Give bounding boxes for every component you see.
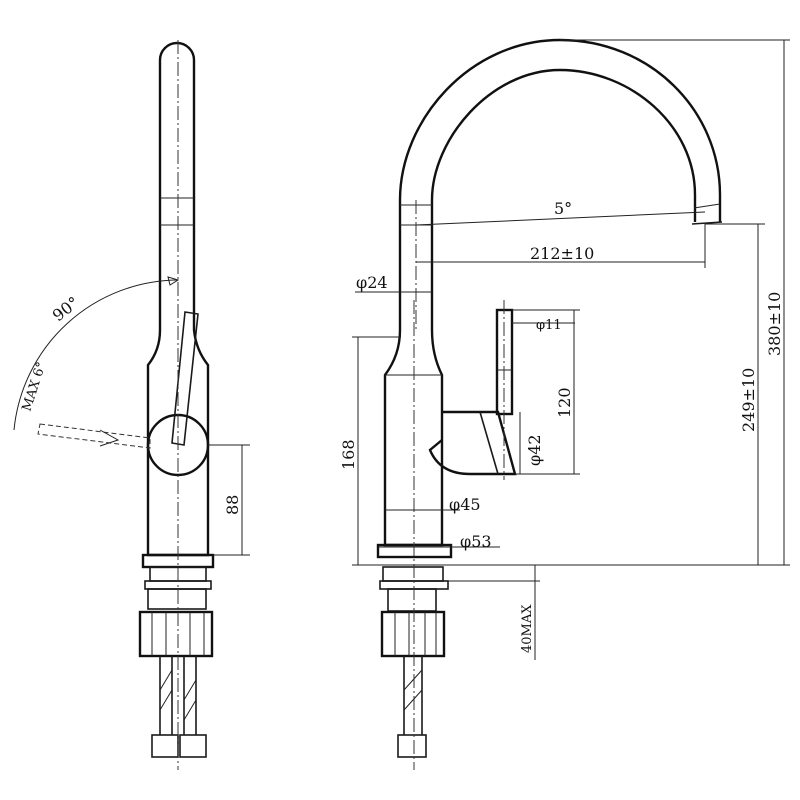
side-lock-nut: [138, 610, 214, 658]
total-height-label: 380±10: [765, 292, 784, 356]
outlet-height-label: 249±10: [739, 368, 758, 432]
tilt-dimension: [415, 211, 706, 226]
side-spout: [158, 41, 196, 280]
front-joint: [428, 410, 517, 476]
body-dia-label: φ45: [449, 495, 481, 514]
joint-dia-label: φ42: [525, 434, 544, 466]
side-lever-handle-tilted: [37, 423, 151, 449]
front-view: 5° 212±10 φ24 φ11 120 φ42 168 φ45 φ53: [339, 38, 790, 770]
front-lock-nut: [380, 610, 446, 658]
side-angle-arc: [13, 279, 179, 431]
front-spout-inner: [430, 68, 697, 330]
max-thickness-label: 40MAX: [520, 604, 535, 653]
base-dia-label: φ53: [460, 532, 492, 551]
side-angle-label: 90°: [49, 293, 83, 325]
front-spout-outer: [398, 38, 722, 330]
body-height-label: 168: [339, 439, 358, 470]
tilt-label: 5°: [554, 199, 572, 218]
side-lever-handle: [171, 311, 199, 446]
handle-dia-label: φ11: [536, 318, 562, 333]
reach-label: 212±10: [530, 244, 594, 263]
side-view: 90° MAX 6° 88: [13, 40, 250, 770]
handle-height-label: 120: [555, 387, 574, 418]
spout-dia-label: φ24: [356, 273, 388, 292]
side-height-label: 88: [223, 495, 242, 515]
